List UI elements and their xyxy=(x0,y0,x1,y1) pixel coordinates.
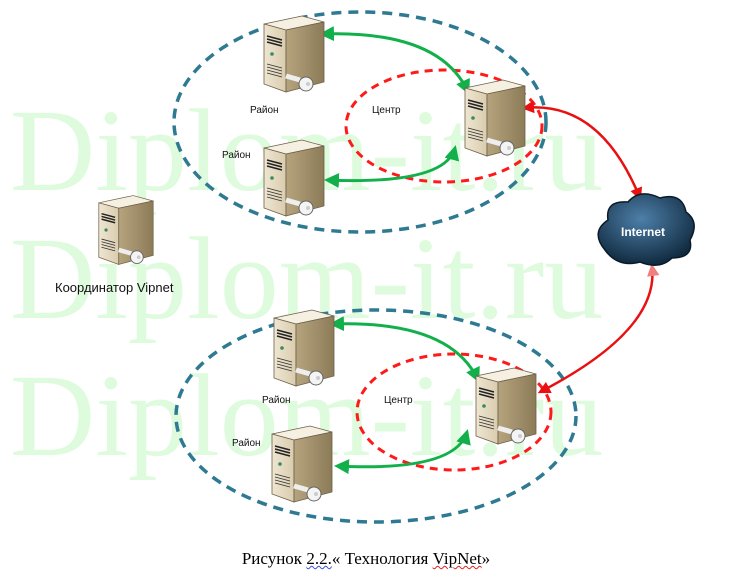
server-bottom-center xyxy=(476,368,536,444)
bottom-network-boundary xyxy=(174,308,578,524)
caption-suffix: » xyxy=(481,549,491,568)
label-top-district-1: Район xyxy=(250,105,279,116)
internet-label: Internet xyxy=(621,225,665,239)
server-coordinator xyxy=(99,196,153,265)
caption-text: « Технология xyxy=(331,549,429,568)
label-top-center: Центр xyxy=(372,105,401,116)
link-top-district2-center xyxy=(324,145,460,188)
figure-caption: Рисунок 2.2.« Технология VipNet» xyxy=(0,549,732,569)
link-bottom-district2-center xyxy=(334,429,471,475)
label-bottom-district-2: Район xyxy=(232,438,261,449)
label-bottom-center: Центр xyxy=(384,395,413,406)
server-top-district-1 xyxy=(264,16,324,92)
server-top-center xyxy=(465,80,525,156)
link-top-district1-center xyxy=(319,26,470,95)
server-top-district-2 xyxy=(264,140,324,216)
caption-number: 2.2. xyxy=(306,549,332,568)
server-bottom-district-1 xyxy=(274,310,334,386)
label-coordinator: Координатор Vipnet xyxy=(55,280,174,295)
link-bottom-center-internet xyxy=(537,263,660,394)
link-bottom-district1-center xyxy=(329,316,480,383)
server-bottom-district-2 xyxy=(272,426,332,502)
label-top-district-2: Район xyxy=(222,150,251,161)
internet-cloud: Internet xyxy=(597,193,695,266)
link-top-center-internet xyxy=(521,100,643,201)
label-bottom-district-1: Район xyxy=(262,395,291,406)
caption-prefix: Рисунок xyxy=(241,549,303,568)
caption-product: VipNet xyxy=(432,549,482,568)
